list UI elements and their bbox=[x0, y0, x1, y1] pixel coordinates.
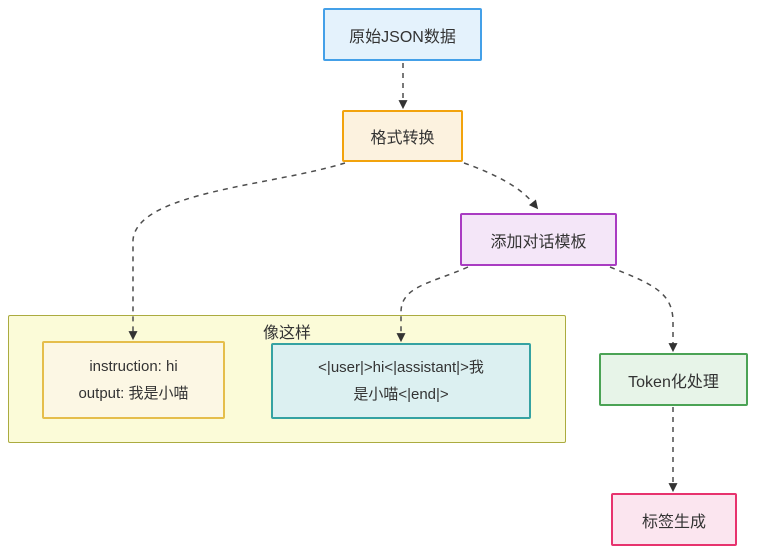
node-format-convert: 格式转换 bbox=[342, 110, 463, 162]
node-format-convert-label: 格式转换 bbox=[370, 130, 435, 147]
example-template-box: <|user|>hi<|assistant|>我 是小喵<|end|> bbox=[271, 343, 531, 419]
node-label-generate: 标签生成 bbox=[611, 493, 737, 546]
example-instruction-box: instruction: hi output: 我是小喵 bbox=[42, 341, 225, 419]
node-add-chat-template: 添加对话模板 bbox=[460, 213, 617, 266]
edge-template-to-tokenize bbox=[609, 266, 678, 353]
node-tokenize-label: Token化处理 bbox=[628, 373, 719, 391]
edge-format-to-template bbox=[463, 162, 539, 210]
node-source-json-label: 原始JSON数据 bbox=[349, 28, 456, 46]
example-template-line1: <|user|>hi<|assistant|>我 bbox=[318, 359, 484, 376]
node-label-generate-label: 标签生成 bbox=[641, 513, 706, 531]
example-template-line2: 是小喵<|end|> bbox=[353, 386, 449, 403]
example-group-label: 像这样 bbox=[262, 325, 311, 342]
node-source-json: 原始JSON数据 bbox=[323, 8, 482, 61]
example-instruction-line2: output: 我是小喵 bbox=[78, 385, 189, 402]
node-tokenize: Token化处理 bbox=[599, 353, 748, 406]
example-instruction-line1: instruction: hi bbox=[89, 358, 178, 375]
node-add-chat-template-label: 添加对话模板 bbox=[490, 233, 587, 251]
edge-format-to-instruction-example bbox=[128, 162, 346, 341]
